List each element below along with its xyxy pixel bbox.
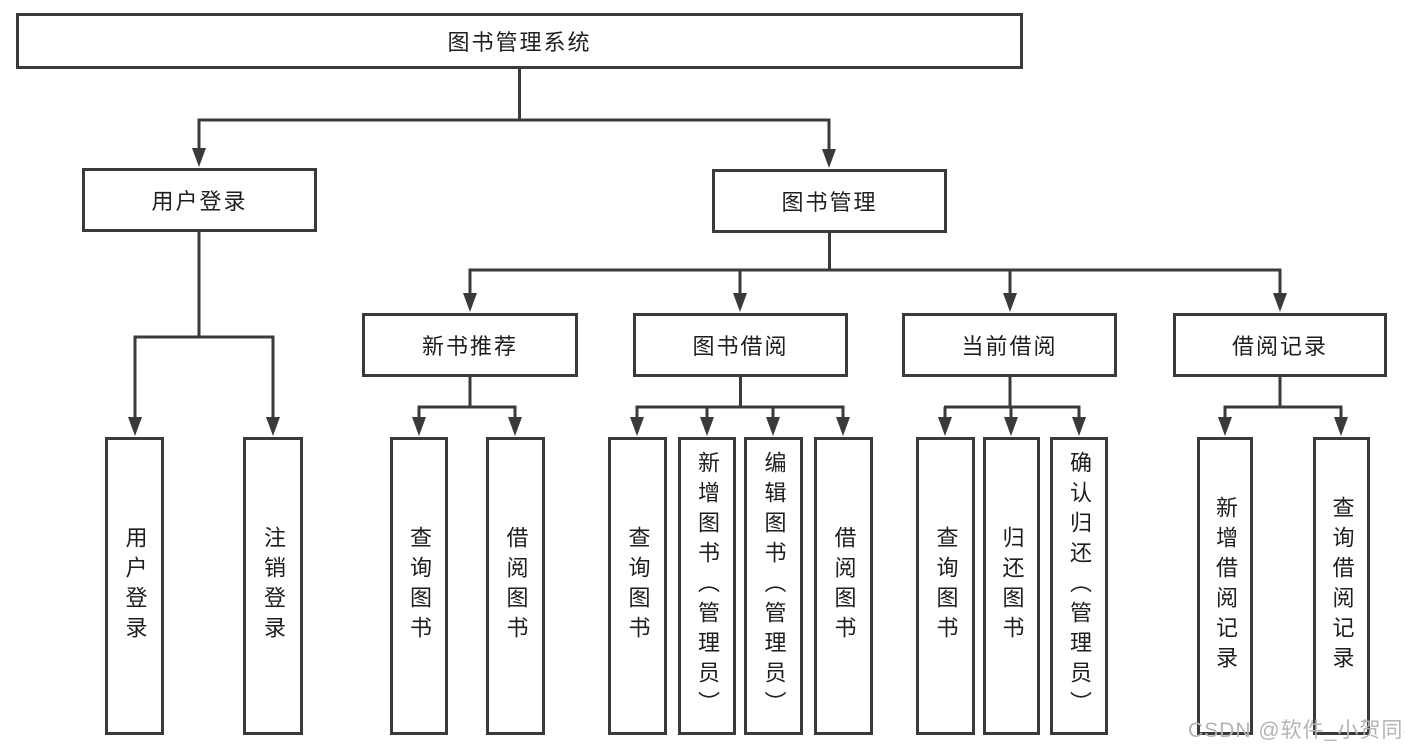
- leaf-user-login: 用户登录: [105, 437, 164, 735]
- node-current-borrowing-label: 当前借阅: [961, 334, 1058, 359]
- node-new-book-recommendation: 新书推荐: [362, 313, 578, 377]
- leaf-confirm-return-admin-label: 确认归还（管理员）: [1067, 451, 1092, 721]
- leaf-query-borrow-record-label: 查询借阅记录: [1329, 496, 1355, 676]
- leaf-query-books-recommendation: 查询图书: [390, 437, 448, 735]
- leaf-query-books-borrowing: 查询图书: [608, 437, 667, 735]
- leaf-query-books-current-label: 查询图书: [933, 526, 959, 646]
- node-book-management: 图书管理: [712, 169, 947, 233]
- leaf-logout-label: 注销登录: [261, 526, 286, 646]
- node-book-management-label: 图书管理: [781, 190, 878, 215]
- node-current-borrowing: 当前借阅: [902, 313, 1117, 377]
- leaf-borrow-books-borrowing-label: 借阅图书: [831, 526, 857, 646]
- leaf-query-borrow-record: 查询借阅记录: [1313, 437, 1370, 735]
- node-borrowing-records-label: 借阅记录: [1231, 334, 1328, 359]
- leaf-edit-book-admin-label: 编辑图书（管理员）: [761, 451, 787, 721]
- leaf-borrow-books-recommendation: 借阅图书: [486, 437, 545, 735]
- node-book-borrowing: 图书借阅: [633, 313, 848, 377]
- leaf-return-books: 归还图书: [983, 437, 1040, 735]
- leaf-edit-book-admin: 编辑图书（管理员）: [744, 437, 803, 735]
- leaf-query-books-recommendation-label: 查询图书: [407, 526, 432, 646]
- leaf-add-borrow-record-label: 新增借阅记录: [1213, 496, 1238, 676]
- node-book-borrowing-label: 图书借阅: [692, 334, 789, 359]
- node-user-login: 用户登录: [82, 168, 317, 232]
- leaf-confirm-return-admin: 确认归还（管理员）: [1050, 437, 1108, 735]
- leaf-query-books-borrowing-label: 查询图书: [625, 526, 651, 646]
- leaf-return-books-label: 归还图书: [999, 526, 1025, 646]
- leaf-query-books-current: 查询图书: [916, 437, 975, 735]
- node-borrowing-records: 借阅记录: [1173, 313, 1387, 377]
- leaf-user-login-label: 用户登录: [122, 526, 148, 646]
- leaf-borrow-books-borrowing: 借阅图书: [814, 437, 873, 735]
- node-root-label: 图书管理系统: [447, 30, 592, 55]
- arrowheads: [128, 148, 1348, 436]
- leaf-add-book-admin-label: 新增图书（管理员）: [695, 451, 720, 721]
- node-user-login-label: 用户登录: [151, 189, 248, 214]
- leaf-logout: 注销登录: [243, 437, 303, 735]
- leaf-add-borrow-record: 新增借阅记录: [1197, 437, 1253, 735]
- node-new-book-recommendation-label: 新书推荐: [421, 334, 518, 359]
- node-root-library-management-system: 图书管理系统: [16, 13, 1023, 69]
- csdn-watermark: CSDN @软件_小贺同学: [1188, 719, 1405, 742]
- leaf-add-book-admin: 新增图书（管理员）: [678, 437, 736, 735]
- leaf-borrow-books-recommendation-label: 借阅图书: [503, 526, 529, 646]
